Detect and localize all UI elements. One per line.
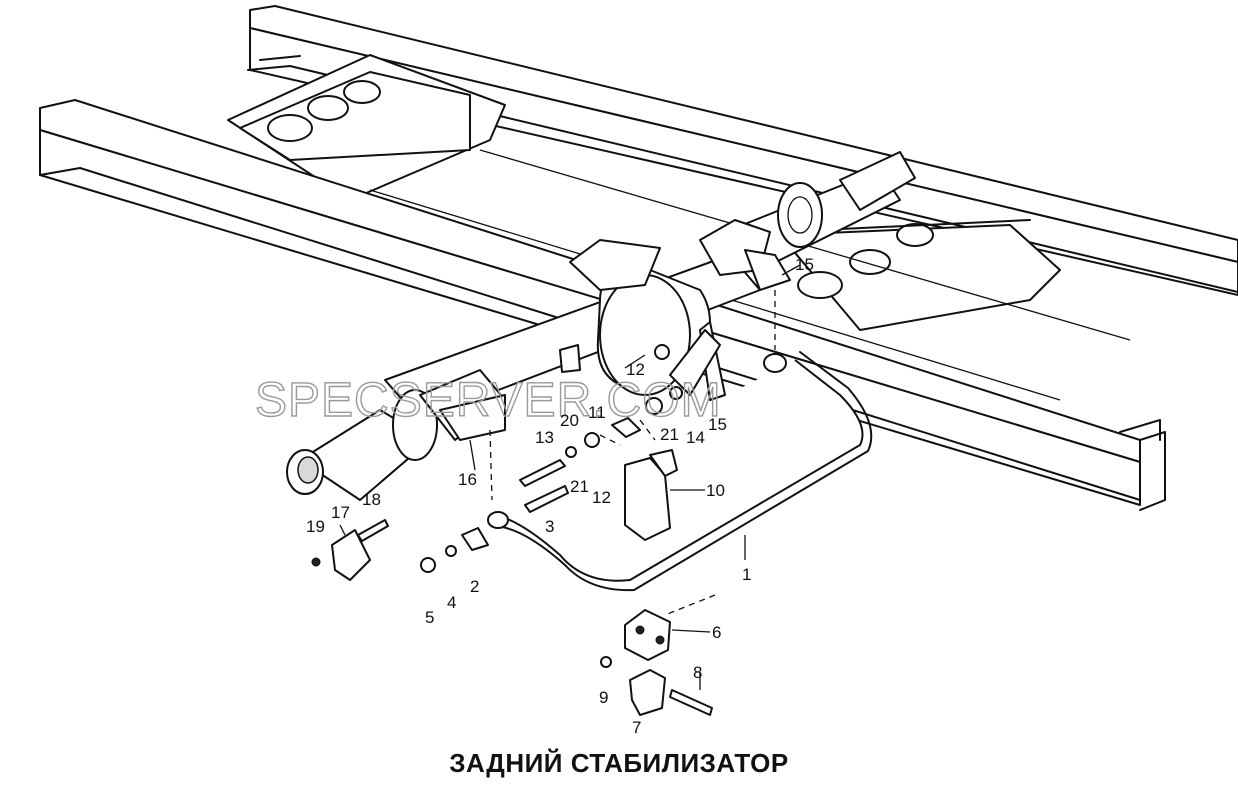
callout-3: 3	[545, 517, 554, 536]
watermark-text: SPECSERVER.COM	[255, 374, 722, 427]
cross-member-rear	[779, 219, 1061, 331]
callout-15-link: 15	[708, 415, 727, 434]
callout-10: 10	[706, 481, 725, 500]
callout-7: 7	[632, 718, 641, 737]
nut-19	[311, 557, 321, 567]
leader-lines	[339, 264, 801, 690]
bushing-2	[461, 527, 489, 551]
callout-6: 6	[712, 623, 721, 642]
bushing-11	[611, 417, 641, 438]
callout-17: 17	[331, 503, 350, 522]
bracket-10	[624, 449, 678, 541]
washer-20	[565, 446, 577, 458]
spring-seat-brackets	[559, 219, 791, 373]
washer-12	[584, 432, 600, 448]
callout-2: 2	[470, 577, 479, 596]
stabilizer-bar	[487, 351, 873, 592]
callout-8: 8	[693, 663, 702, 682]
callout-12-upper: 12	[626, 360, 645, 379]
plate-17	[331, 529, 371, 581]
callout-9: 9	[599, 688, 608, 707]
callout-15-upper: 15	[795, 255, 814, 274]
callout-11: 11	[588, 403, 606, 422]
washer-12-top	[645, 397, 663, 415]
callout-20: 20	[560, 411, 579, 430]
callout-18: 18	[362, 490, 381, 509]
callout-21-lower: 21	[570, 477, 589, 496]
callout-5: 5	[425, 608, 434, 627]
washer-4	[445, 545, 457, 557]
axle-hub-left	[286, 369, 506, 501]
callout-14: 14	[686, 428, 705, 447]
bolt-18	[357, 519, 389, 542]
callout-21-upper: 21	[660, 425, 679, 444]
cross-member-front	[227, 54, 506, 201]
callout-19: 19	[306, 517, 325, 536]
callout-4: 4	[447, 593, 456, 612]
clamp-7	[629, 669, 666, 716]
callout-12-lower: 12	[592, 488, 611, 507]
callout-1: 1	[742, 565, 751, 584]
nut-5	[420, 557, 436, 573]
nut-14	[669, 386, 683, 400]
nut-9	[600, 656, 612, 668]
bolt-13	[519, 459, 566, 487]
bolt-8	[669, 689, 713, 716]
assembly-dashed-lines	[489, 290, 776, 616]
bolt-3	[524, 485, 569, 513]
diagram-title: ЗАДНИЙ СТАБИЛИЗАТОР	[449, 748, 789, 778]
callout-13: 13	[535, 428, 554, 447]
stabilizer-link-brace	[669, 329, 721, 396]
bracket-6	[624, 609, 671, 661]
callout-16: 16	[458, 470, 477, 489]
